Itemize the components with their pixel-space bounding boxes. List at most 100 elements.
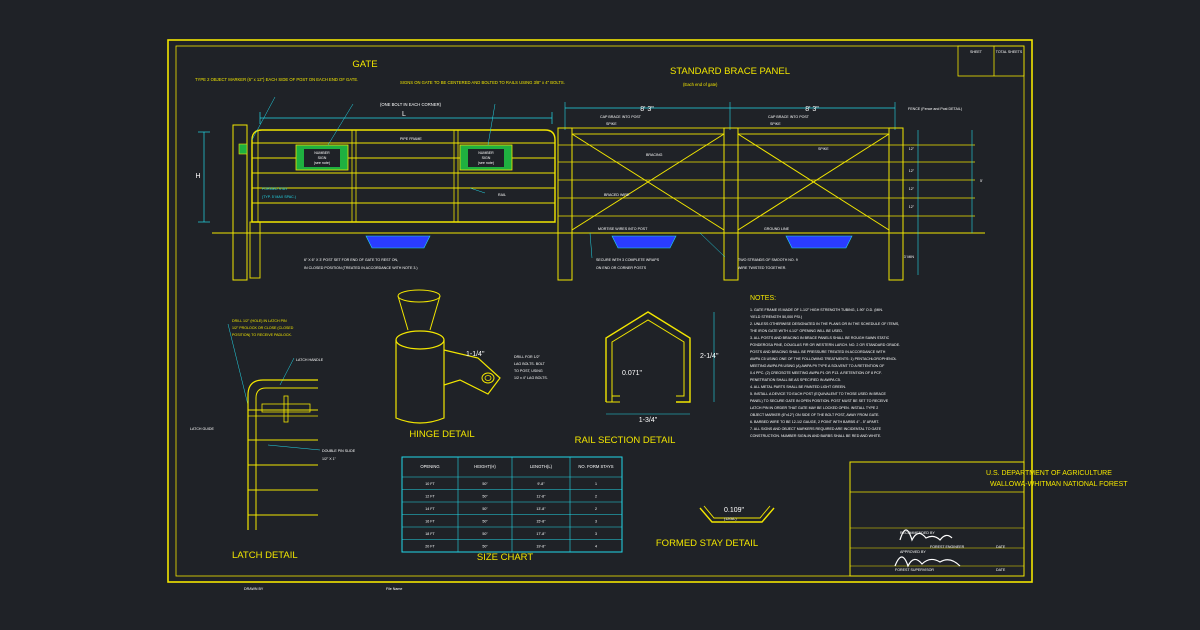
size-chart-cell: 19'-8"	[536, 545, 546, 549]
size-chart-cell: 14 FT	[425, 507, 435, 511]
note-line: PONDEROSA PINE, DOUGLAS FIR OR WESTERN L…	[750, 343, 900, 347]
bracing-label-1: BRACING	[646, 153, 663, 157]
formed-stay-title: FORMED STAY DETAIL	[656, 538, 758, 549]
sign-left-line-1: NUMBER	[314, 151, 330, 155]
sign-left-line-2: SIGN	[318, 156, 327, 160]
sheet-number-block: SHEET TOTAL SHEETS	[957, 45, 1025, 77]
secure-note-2: ON END OR CORNER POSTS	[596, 266, 647, 270]
rail-label: RAIL	[498, 193, 506, 197]
note-line: PANEL) TO SECURE GATE IN OPEN POSITION. …	[750, 399, 889, 403]
brace-dim-total: 5'	[980, 179, 983, 183]
sheet-outer-border	[167, 39, 1033, 583]
size-chart-cell: 1	[595, 482, 597, 486]
note-line: YIELD STRENGTH 50,000 PSI.)	[750, 315, 802, 319]
note-line: 1. GATE FRAME IS MADE OF 1-1/2" HIGH STR…	[750, 308, 883, 312]
date-label-1: DATE	[996, 545, 1006, 549]
formed-stay-spacing: (TYP. 5' MAX SPAC.)	[262, 195, 296, 199]
sign-left-line-3: (see note)	[314, 161, 330, 165]
rail-height: 2-1/4"	[700, 353, 719, 360]
size-chart-cell: 50"	[482, 482, 488, 486]
size-chart-cell: 50"	[482, 507, 488, 511]
latch-drill-note-2: 1/2" PROLOCK OR CLOSE (CLOSED	[232, 326, 294, 330]
size-chart-header: NO. FORM STAYS	[578, 464, 613, 469]
brace-dim-seg-3: 12"	[909, 187, 915, 191]
latch-size-label: 1/2" X 1"	[322, 457, 337, 461]
rail-width: 1-3/4"	[639, 417, 658, 424]
hinge-note-3: TO POST, USING	[514, 369, 543, 373]
note-line: THE IRON GATE WITH 4-1/2" OPENING WILL B…	[750, 329, 843, 333]
note-line: 3. ALL POSTS AND BRACING IN BRACE PANELS…	[750, 336, 890, 340]
note-line: 2. UNLESS OTHERWISE DESIGNATED IN THE PL…	[750, 322, 899, 326]
size-chart-cell: 3	[595, 520, 597, 524]
hinge-detail: 1-1/4" DRILL FOR 1/2" LAG BOLTS. BOLT TO…	[395, 289, 548, 440]
size-chart-cell: 13'-8"	[536, 507, 546, 511]
note-line: CONSTRUCTION. NUMBER SIGN-IN AND BARBS S…	[750, 434, 881, 438]
ground-line-label: GROUND LINE	[764, 227, 790, 231]
size-chart-cell: 18 FT	[425, 532, 435, 536]
latch-drill-note-3: POSITION) TO RECEIVE PADLOCK.	[232, 333, 292, 337]
size-chart-cell: 15'-8"	[536, 520, 546, 524]
spike-label-2: SPIKE	[770, 122, 781, 126]
hinge-note-4: 1/2 x 4" LAG BOLTS.	[514, 376, 548, 380]
secure-note-1: SECURE WITH 3 COMPLETE WRAPS	[596, 258, 660, 262]
size-chart-cell: 17'-8"	[536, 532, 546, 536]
rail-thickness: 0.071"	[622, 370, 643, 377]
size-chart-cell: 10 FT	[425, 482, 435, 486]
formed-stay-detail: 0.109" (12GA.) FORMED STAY DETAIL	[656, 505, 775, 549]
gate-title: GATE	[352, 59, 377, 70]
note-line: PENETRATION SHALL BE AS SPECIFIED IN AWP…	[750, 378, 841, 382]
sheet-inner-border	[175, 45, 1025, 577]
pipe-frame-label: PIPE FRAME	[400, 137, 422, 141]
size-chart-cell: 50"	[482, 532, 488, 536]
latch-guide-label: LATCH GUIDE	[190, 427, 214, 431]
size-chart-cell: 50"	[482, 495, 488, 499]
rail-section-title: RAIL SECTION DETAIL	[575, 435, 676, 446]
mortise-label: MORTISE WIRES INTO POST	[598, 227, 648, 231]
size-chart-header: OPENING	[420, 464, 439, 469]
latch-handle-label: LATCH HANDLE	[296, 358, 324, 362]
title-block: U.S. DEPARTMENT OF AGRICULTURE WALLOWA-W…	[849, 461, 1128, 577]
brace-dim-ground: 3' MIN	[904, 255, 915, 259]
forest-name: WALLOWA-WHITMAN NATIONAL FOREST	[990, 481, 1128, 488]
drawn-by-label: DRAWN BY	[244, 587, 264, 591]
size-chart-cell: 11'-8"	[537, 495, 547, 499]
hinge-note-1: DRILL FOR 1/2"	[514, 355, 541, 359]
note-line: 0.4 PPC. (2) CREOSOTE MEETING AWPA P1 OR…	[750, 371, 882, 375]
spike-label-3: SPIKE	[818, 147, 829, 151]
size-chart-cell: 16 FT	[425, 520, 435, 524]
gate-height-dim: H	[195, 173, 200, 180]
notes-heading: NOTES:	[750, 295, 776, 302]
hinge-note-2: LAG BOLTS. BOLT	[514, 362, 546, 366]
size-chart-header: HEIGHT(H)	[474, 464, 496, 469]
size-chart-header: LENGTH(L)	[530, 464, 553, 469]
latch-detail: DRILL 1/2" (HOLE) IN LATCH PIN 1/2" PROL…	[190, 319, 356, 561]
latch-detail-title: LATCH DETAIL	[232, 550, 298, 561]
brace-panel-elevation: STANDARD BRACE PANEL (Each end of gate) …	[557, 66, 985, 281]
stay-thickness: 0.109"	[724, 507, 745, 514]
post-note-2: IN CLOSED POSITION (TREATED IN ACCORDANC…	[304, 266, 418, 270]
brace-dim-right: 8' 3"	[805, 106, 819, 113]
gate-bolt-note: (ONE BOLT IN EACH CORNER)	[380, 102, 442, 107]
file-name-label: File Name	[386, 587, 402, 591]
approved-label: APPROVED BY	[900, 550, 926, 554]
strands-note-2: WIRE TWISTED TOGETHER.	[738, 266, 786, 270]
brace-subtitle: (Each end of gate)	[683, 82, 718, 87]
note-line: 5. INSTALL A DEVICE TO EACH POST (EQUIVA…	[750, 392, 886, 396]
brace-dim-seg-2: 12"	[909, 169, 915, 173]
total-sheets-label: TOTAL SHEETS	[996, 50, 1023, 54]
reflective-panels	[365, 235, 853, 249]
spike-label-1: SPIKE	[606, 122, 617, 126]
size-chart-cell: 4	[595, 545, 597, 549]
latch-drill-note-1: DRILL 1/2" (HOLE) IN LATCH PIN	[232, 319, 287, 323]
stay-gauge: (12GA.)	[724, 517, 737, 521]
size-chart-cell: 2	[595, 507, 597, 511]
gate-length-dim: L	[402, 111, 406, 118]
engineer-role: FOREST ENGINEER	[930, 545, 965, 549]
brace-title: STANDARD BRACE PANEL	[670, 66, 790, 77]
strands-note-1: TWO STRANDS OF SMOOTH NO. 9	[738, 258, 798, 262]
engineer-signature	[899, 529, 953, 542]
sign-right-line-1: NUMBER	[478, 151, 494, 155]
supervisor-role: FOREST SUPERVISOR	[895, 568, 934, 572]
